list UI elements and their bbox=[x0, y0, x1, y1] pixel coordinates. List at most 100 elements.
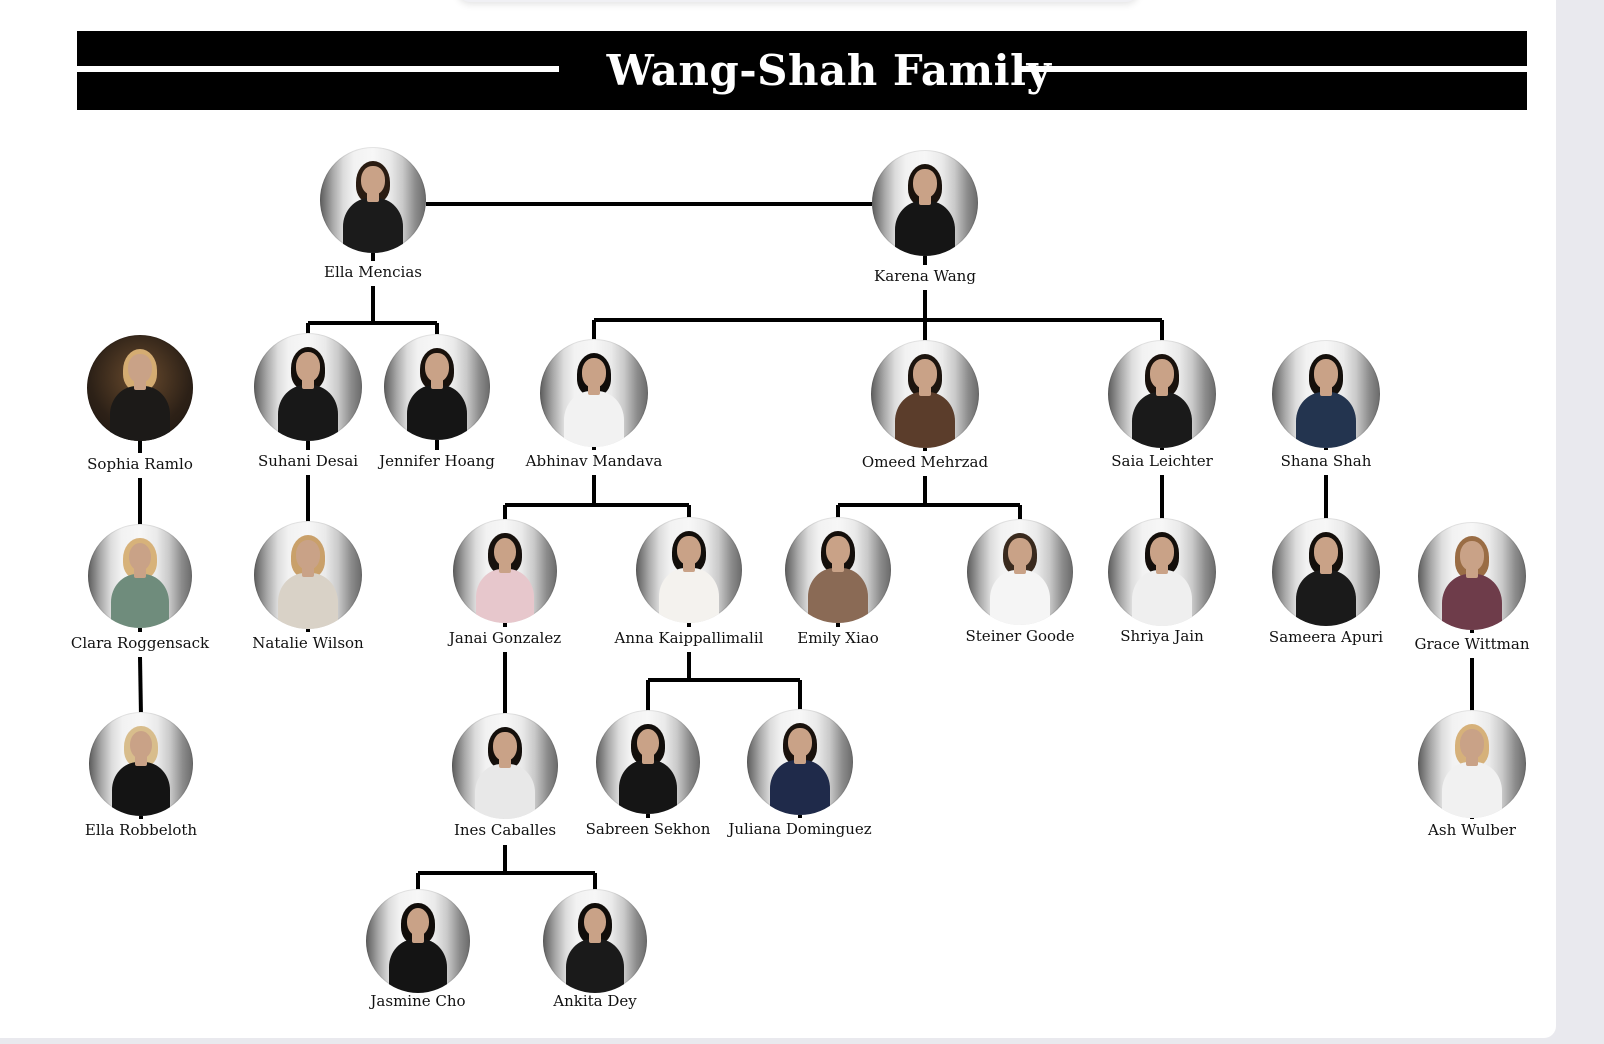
title-box: Wang-Shah Family bbox=[559, 31, 1099, 110]
avatar-face bbox=[1008, 538, 1032, 567]
avatar-face bbox=[128, 542, 152, 571]
member-name-janai-gonzalez: Janai Gonzalez bbox=[448, 629, 562, 647]
avatar-body bbox=[563, 390, 625, 447]
avatar-ankita-dey bbox=[543, 889, 647, 993]
avatar-body bbox=[1131, 391, 1193, 448]
member-name-ella-mencias: Ella Mencias bbox=[324, 263, 422, 281]
avatar-body bbox=[1295, 569, 1357, 626]
avatar-sophia-ramlo bbox=[87, 335, 193, 441]
avatar-saia-leichter bbox=[1108, 340, 1216, 448]
member-name-saia-leichter: Saia Leichter bbox=[1111, 452, 1213, 470]
member-name-ella-robbeloth: Ella Robbeloth bbox=[84, 821, 198, 839]
avatar-face bbox=[583, 907, 607, 936]
avatar-face bbox=[826, 536, 850, 565]
avatar-face bbox=[128, 354, 152, 383]
page-canvas bbox=[0, 0, 1556, 1038]
avatar-janai-gonzalez bbox=[453, 519, 557, 623]
member-name-sameera-apuri: Sameera Apuri bbox=[1268, 628, 1384, 646]
avatar-shana-shah bbox=[1272, 340, 1380, 448]
title-banner: Wang-Shah Family bbox=[77, 31, 1527, 110]
avatar-natalie-wilson bbox=[254, 521, 362, 629]
avatar-face bbox=[677, 536, 701, 565]
avatar-face bbox=[582, 358, 606, 388]
avatar-face bbox=[788, 728, 812, 757]
avatar-anna-kaippallimalil bbox=[636, 517, 742, 623]
avatar-steiner-goode bbox=[967, 519, 1073, 625]
avatar-face bbox=[636, 728, 660, 757]
avatar-body bbox=[618, 759, 678, 814]
avatar-omeed-mehrzad bbox=[871, 340, 979, 448]
avatar-face bbox=[1460, 541, 1484, 571]
avatar-body bbox=[1131, 569, 1193, 626]
top-tab-shadow bbox=[458, 0, 1138, 2]
avatar-body bbox=[1441, 761, 1503, 818]
avatar-body bbox=[565, 938, 625, 993]
avatar-jennifer-hoang bbox=[384, 334, 490, 440]
avatar-jasmine-cho bbox=[366, 889, 470, 993]
avatar-juliana-dominguez bbox=[747, 709, 853, 815]
avatar-face bbox=[493, 732, 517, 761]
avatar-body bbox=[1441, 573, 1503, 630]
avatar-body bbox=[110, 573, 170, 628]
banner-stripe-right bbox=[1021, 66, 1527, 72]
avatar-shriya-jain bbox=[1108, 518, 1216, 626]
avatar-body bbox=[111, 761, 171, 816]
avatar-face bbox=[296, 540, 320, 570]
avatar-ella-mencias bbox=[320, 147, 426, 253]
avatar-ines-caballes bbox=[452, 713, 558, 819]
avatar-body bbox=[770, 759, 830, 815]
avatar-emily-xiao bbox=[785, 517, 891, 623]
member-name-ash-wulber: Ash Wulber bbox=[1428, 821, 1516, 839]
avatar-sameera-apuri bbox=[1272, 518, 1380, 626]
avatar-abhinav-mandava bbox=[540, 339, 648, 447]
member-name-jasmine-cho: Jasmine Cho bbox=[370, 992, 466, 1010]
avatar-face bbox=[1150, 359, 1174, 389]
window-edge bbox=[1556, 0, 1604, 1044]
avatar-face bbox=[913, 169, 937, 198]
avatar-body bbox=[277, 384, 339, 441]
avatar-face bbox=[1150, 537, 1174, 567]
member-name-emily-xiao: Emily Xiao bbox=[797, 629, 879, 647]
member-name-steiner-goode: Steiner Goode bbox=[965, 627, 1075, 645]
avatar-face bbox=[361, 166, 385, 195]
avatar-body bbox=[343, 197, 403, 253]
avatar-clara-roggensack bbox=[88, 524, 192, 628]
banner-stripe-left bbox=[77, 66, 559, 72]
avatar-face bbox=[129, 730, 153, 759]
avatar-body bbox=[475, 763, 535, 819]
avatar-suhani-desai bbox=[254, 333, 362, 441]
page-title: Wang-Shah Family bbox=[606, 46, 1052, 95]
avatar-body bbox=[407, 384, 467, 440]
member-name-ankita-dey: Ankita Dey bbox=[553, 992, 637, 1010]
member-name-shana-shah: Shana Shah bbox=[1280, 452, 1372, 470]
avatar-body bbox=[475, 568, 535, 623]
member-name-ines-caballes: Ines Caballes bbox=[453, 821, 557, 839]
member-name-suhani-desai: Suhani Desai bbox=[257, 452, 359, 470]
member-name-juliana-dominguez: Juliana Dominguez bbox=[728, 820, 872, 838]
avatar-body bbox=[1295, 391, 1357, 448]
avatar-body bbox=[808, 567, 868, 623]
member-name-sabreen-sekhon: Sabreen Sekhon bbox=[585, 820, 711, 838]
member-name-jennifer-hoang: Jennifer Hoang bbox=[379, 452, 495, 470]
avatar-face bbox=[913, 359, 937, 389]
connector-clara-roggensack-to-ella-robbeloth bbox=[138, 656, 143, 717]
member-name-clara-roggensack: Clara Roggensack bbox=[70, 634, 210, 652]
avatar-body bbox=[894, 391, 956, 448]
avatar-ella-robbeloth bbox=[89, 712, 193, 816]
member-name-shriya-jain: Shriya Jain bbox=[1120, 627, 1204, 645]
avatar-body bbox=[990, 569, 1050, 625]
member-name-omeed-mehrzad: Omeed Mehrzad bbox=[861, 453, 989, 471]
avatar-face bbox=[493, 537, 517, 566]
member-name-anna-kaippallimalil: Anna Kaippallimalil bbox=[614, 629, 764, 647]
member-name-sophia-ramlo: Sophia Ramlo bbox=[87, 455, 193, 473]
member-name-karena-wang: Karena Wang bbox=[874, 267, 976, 285]
avatar-sabreen-sekhon bbox=[596, 710, 700, 814]
member-name-grace-wittman: Grace Wittman bbox=[1414, 635, 1530, 653]
avatar-face bbox=[1314, 359, 1338, 389]
avatar-face bbox=[425, 353, 449, 382]
avatar-ash-wulber bbox=[1418, 710, 1526, 818]
member-name-natalie-wilson: Natalie Wilson bbox=[252, 634, 364, 652]
avatar-face bbox=[406, 907, 430, 936]
avatar-grace-wittman bbox=[1418, 522, 1526, 630]
